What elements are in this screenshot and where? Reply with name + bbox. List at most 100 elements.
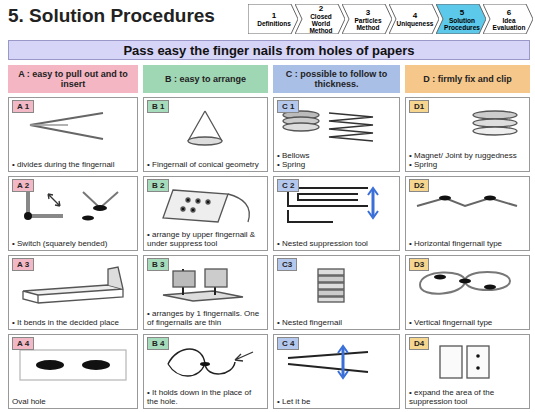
step-number: 4 — [413, 11, 417, 20]
cell-tag: D4 — [409, 337, 429, 350]
cell-caption: • Bellows — [277, 151, 396, 160]
caption-group: • Vertical fingernail type — [409, 318, 526, 327]
cell-caption: • Vertical fingernail type — [409, 318, 526, 327]
idea-cell: C 4 • Let it be — [273, 334, 400, 409]
cell-caption: • Nested suppression tool — [277, 239, 396, 248]
cell-tag: D3 — [409, 258, 429, 271]
page-title: 5. Solution Procedures — [8, 5, 215, 27]
header-text: C : possible to follow to thickness. — [277, 69, 396, 89]
idea-cell: D3 • Vertical fingernail type — [405, 255, 530, 330]
cell-tag: B 2 — [147, 179, 169, 192]
idea-cell: A 4 Oval hole — [8, 334, 138, 409]
idea-cell: B 4 • It holds down in the place of the h… — [143, 334, 268, 409]
cell-caption: • Spring — [409, 160, 526, 169]
goal-band: Pass easy the finger nails from holes of… — [8, 40, 530, 60]
process-step: 3Particles Method — [342, 4, 392, 34]
caption-group: • Fingernail of conical geometry — [147, 160, 264, 169]
process-step: 6Idea Evaluation — [483, 4, 533, 34]
cell-caption: • Horizontal fingernail type — [409, 239, 526, 248]
caption-group: • Let it be — [277, 397, 396, 406]
step-name: Solution Procedures — [444, 17, 480, 31]
cell-caption: • Magnet/ Joint by ruggedness — [409, 151, 526, 160]
cell-caption: • It holds down in the place of the hole… — [147, 388, 264, 406]
caption-group: • Nested fingernail — [277, 318, 396, 327]
cell-caption: • Spring — [277, 160, 396, 169]
chevron-outline — [389, 4, 439, 34]
column-header: B : easy to arrange — [143, 65, 268, 93]
cell-caption: • Let it be — [277, 397, 396, 406]
process-step: 5Solution Procedures — [436, 4, 486, 34]
process-step: 2Closed World Method — [295, 4, 345, 34]
header-text: B : easy to arrange — [165, 74, 246, 84]
cell-tag: C 2 — [277, 179, 299, 192]
idea-cell: C 2 • Nested suppression tool — [273, 176, 400, 251]
process-step: 1Definitions — [248, 4, 298, 34]
caption-group: • It holds down in the place of the hole… — [147, 388, 264, 406]
caption-group: • It bends in the decided place — [12, 318, 134, 327]
cell-caption: • Nested fingernail — [277, 318, 396, 327]
step-number: 1 — [272, 11, 276, 20]
idea-cell: A 2 • Switch (squarely bended) — [8, 176, 138, 251]
caption-group: • Switch (squarely bended) — [12, 239, 134, 248]
idea-cell: D1 • Magnet/ Joint by ruggedness• Spring — [405, 97, 530, 172]
idea-cell: D2 • Horizontal fingernail type — [405, 176, 530, 251]
caption-group: Oval hole — [12, 397, 134, 406]
step-name: Uniqueness — [397, 20, 434, 27]
chevron-outline — [436, 4, 486, 34]
caption-group: • arrange by upper fingernail & under su… — [147, 230, 264, 248]
cell-caption: • It bends in the decided place — [12, 318, 134, 327]
chevron-outline — [295, 4, 345, 34]
chevron-outline — [248, 4, 298, 34]
goal-text: Pass easy the finger nails from holes of… — [123, 43, 414, 58]
cell-tag: C 1 — [277, 100, 299, 113]
cell-tag: A 3 — [12, 258, 34, 271]
cell-caption: Oval hole — [12, 397, 134, 406]
process-step: 4Uniqueness — [389, 4, 439, 34]
cell-caption: • arranges by 1 fingernails. One of fing… — [147, 309, 264, 327]
cell-tag: B 3 — [147, 258, 169, 271]
header-text: D : firmly fix and clip — [423, 74, 512, 84]
step-number: 2 — [319, 4, 323, 13]
step-name: Closed World Method — [303, 13, 339, 34]
chevron-outline — [342, 4, 392, 34]
step-number: 3 — [366, 8, 370, 17]
idea-cell: A 1 • divides during the fingernail — [8, 97, 138, 172]
idea-cell: C 1 • Bellows• Spring — [273, 97, 400, 172]
caption-group: • divides during the fingernail — [12, 160, 134, 169]
cell-caption: • Switch (squarely bended) — [12, 239, 134, 248]
chevron-outline — [483, 4, 533, 34]
column-header: A : easy to pull out and to insert — [8, 65, 138, 93]
idea-cell: A 3 • It bends in the decided place — [8, 255, 138, 330]
cell-tag: D1 — [409, 100, 429, 113]
column-header: D : firmly fix and clip — [405, 65, 530, 93]
step-number: 5 — [460, 8, 464, 17]
caption-group: • arranges by 1 fingernails. One of fing… — [147, 309, 264, 327]
idea-cell: C3 • Nested fingernail — [273, 255, 400, 330]
step-name: Particles Method — [350, 17, 386, 31]
cell-tag: C 4 — [277, 337, 299, 350]
caption-group: • Horizontal fingernail type — [409, 239, 526, 248]
cell-tag: B 4 — [147, 337, 169, 350]
cell-caption: • expand the area of the suppression too… — [409, 388, 526, 406]
step-name: Idea Evaluation — [491, 17, 527, 31]
cell-caption: • arrange by upper fingernail & under su… — [147, 230, 264, 248]
caption-group: • Bellows• Spring — [277, 151, 396, 169]
cell-tag: A 1 — [12, 100, 34, 113]
idea-cell: B 3 • arranges by 1 fingernails. One of f… — [143, 255, 268, 330]
idea-cell: B 2 • arrange by upper fingernail & under… — [143, 176, 268, 251]
cell-tag: A 2 — [12, 179, 34, 192]
column-header: C : possible to follow to thickness. — [273, 65, 400, 93]
cell-tag: B 1 — [147, 100, 169, 113]
cell-tag: D2 — [409, 179, 429, 192]
idea-cell: B 1 • Fingernail of conical geometry — [143, 97, 268, 172]
caption-group: • Nested suppression tool — [277, 239, 396, 248]
step-number: 6 — [507, 8, 511, 17]
cell-caption: • divides during the fingernail — [12, 160, 134, 169]
caption-group: • expand the area of the suppression too… — [409, 388, 526, 406]
cell-tag: A 4 — [12, 337, 34, 350]
idea-cell: D4 • expand the area of the suppression t… — [405, 334, 530, 409]
cell-caption: • Fingernail of conical geometry — [147, 160, 264, 169]
caption-group: • Magnet/ Joint by ruggedness• Spring — [409, 151, 526, 169]
cell-tag: C3 — [277, 258, 297, 271]
step-name: Definitions — [257, 20, 291, 27]
